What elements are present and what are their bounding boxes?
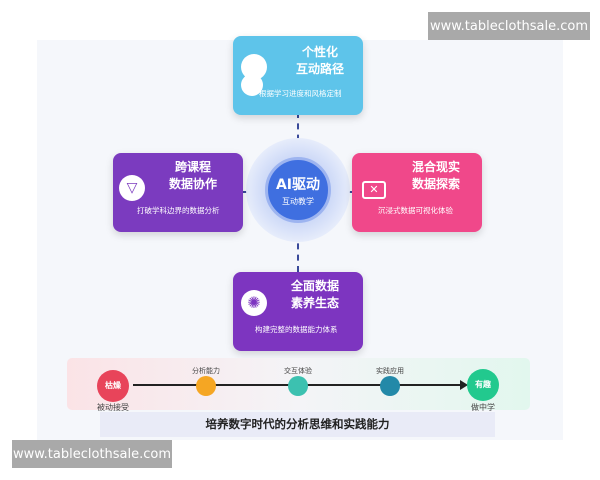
arrow-head-icon [460, 380, 468, 390]
start-caption: 被动接受 [97, 403, 129, 412]
card-title: 混合现实 [411, 160, 460, 174]
step-label: 实践应用 [376, 367, 404, 375]
start-node: 枯燥 [97, 370, 129, 402]
card-personalized-path: 个性化互动路径 根据学习进度和风格定制 [233, 36, 363, 115]
step-label: 分析能力 [192, 367, 220, 375]
step-node [380, 376, 400, 396]
card-title: 跨课程 [174, 160, 211, 174]
center-subtitle: 互动教学 [282, 197, 314, 206]
card-mixed-reality: ✕ 混合现实数据探索 沉浸式数据可视化体验 [352, 153, 482, 232]
card-cross-course: ▽ 跨课程数据协作 打破学科边界的数据分析 [113, 153, 243, 232]
end-node: 有趣 [467, 369, 499, 401]
card-title: 素养生态 [290, 296, 339, 310]
card-subtitle: 打破学科边界的数据分析 [137, 206, 220, 215]
card-subtitle: 构建完整的数据能力体系 [255, 325, 338, 334]
banner: 培养数字时代的分析思维和实践能力 [100, 412, 495, 437]
step-node [288, 376, 308, 396]
card-title: 全面数据 [290, 279, 339, 293]
connector [297, 112, 299, 152]
step-node [196, 376, 216, 396]
filter-icon: ▽ [119, 175, 145, 201]
path-icon [241, 74, 263, 96]
center-title: AI驱动 [275, 177, 321, 193]
card-title: 互动路径 [295, 62, 344, 76]
watermark: www.tableclothsale.com [12, 440, 172, 468]
wheel-icon: ✺ [241, 290, 267, 316]
vr-icon: ✕ [362, 181, 386, 199]
connector [297, 232, 299, 272]
end-caption: 做中学 [471, 403, 495, 412]
card-subtitle: 沉浸式数据可视化体验 [378, 206, 453, 215]
watermark: www.tableclothsale.com [428, 12, 590, 40]
card-title: 个性化 [301, 45, 338, 59]
card-subtitle: 根据学习进度和风格定制 [259, 89, 342, 98]
step-label: 交互体验 [284, 367, 312, 375]
center-circle: AI驱动 互动教学 [265, 157, 331, 223]
card-title: 数据协作 [168, 177, 217, 191]
card-title: 数据探索 [411, 177, 460, 191]
card-data-literacy: ✺ 全面数据素养生态 构建完整的数据能力体系 [233, 272, 363, 351]
